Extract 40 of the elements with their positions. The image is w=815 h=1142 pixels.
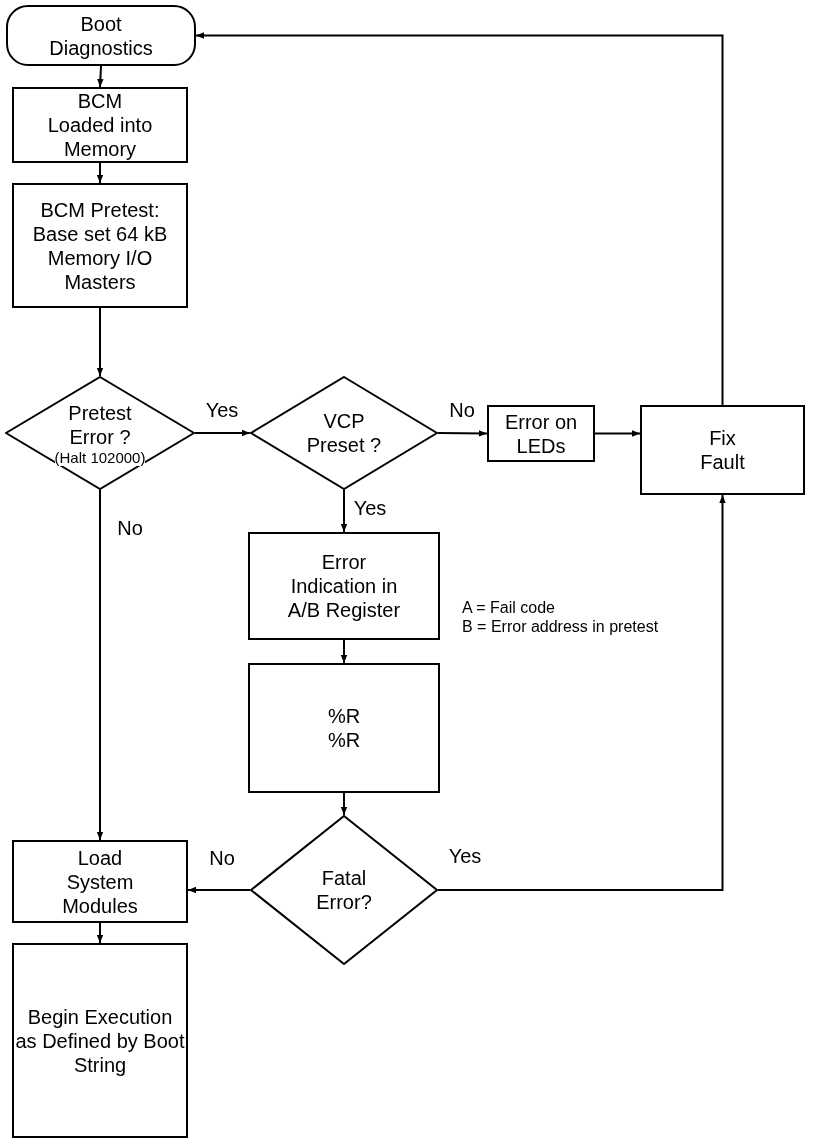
- arrow: [96, 922, 104, 944]
- decision-diamond: [250, 376, 438, 490]
- process-box: [248, 663, 440, 793]
- process-box: [12, 183, 188, 308]
- arrow: [187, 886, 251, 894]
- process-box: [12, 840, 188, 923]
- arrow: [594, 430, 641, 437]
- arrow: [96, 489, 104, 841]
- process-box: [12, 943, 188, 1138]
- arrow: [340, 792, 348, 816]
- node-text: Error Indication in A/B Register: [286, 550, 402, 622]
- node-text: Pretest Error ?: [67, 400, 133, 449]
- node-text: Boot Diagnostics: [48, 11, 154, 60]
- arrow: [195, 32, 724, 406]
- process-box: [487, 405, 595, 462]
- terminal-box: [6, 5, 196, 66]
- node-text: BCM Pretest: Base set 64 kB Memory I/O Masters: [31, 197, 169, 294]
- note-text: B = Error address in pretest: [462, 617, 659, 636]
- arrow: [96, 307, 104, 377]
- node-text: VCP Preset ?: [305, 409, 383, 457]
- arrow: [340, 489, 348, 533]
- node-text: Fatal Error?: [315, 866, 373, 914]
- node-text: BCM Loaded into Memory: [46, 89, 154, 161]
- process-box: [12, 87, 188, 163]
- arrow: [96, 162, 104, 184]
- process-box: [640, 405, 805, 495]
- process-box: [248, 532, 440, 640]
- node-text: Error on LEDs: [503, 409, 579, 458]
- node-text: Load System Modules: [61, 845, 139, 918]
- decision-diamond: [5, 376, 195, 490]
- arrow: [97, 65, 104, 88]
- arrow: [437, 494, 726, 891]
- arrow: [437, 430, 488, 437]
- decision-diamond: [250, 815, 438, 965]
- node-text: Begin Execution as Defined by Boot String: [15, 1004, 185, 1077]
- arrow: [340, 639, 348, 664]
- arrow: [194, 429, 251, 437]
- node-text: %R %R: [326, 704, 362, 752]
- node-text: Fix Fault: [699, 426, 746, 474]
- note-text: A = Fail code: [462, 598, 556, 617]
